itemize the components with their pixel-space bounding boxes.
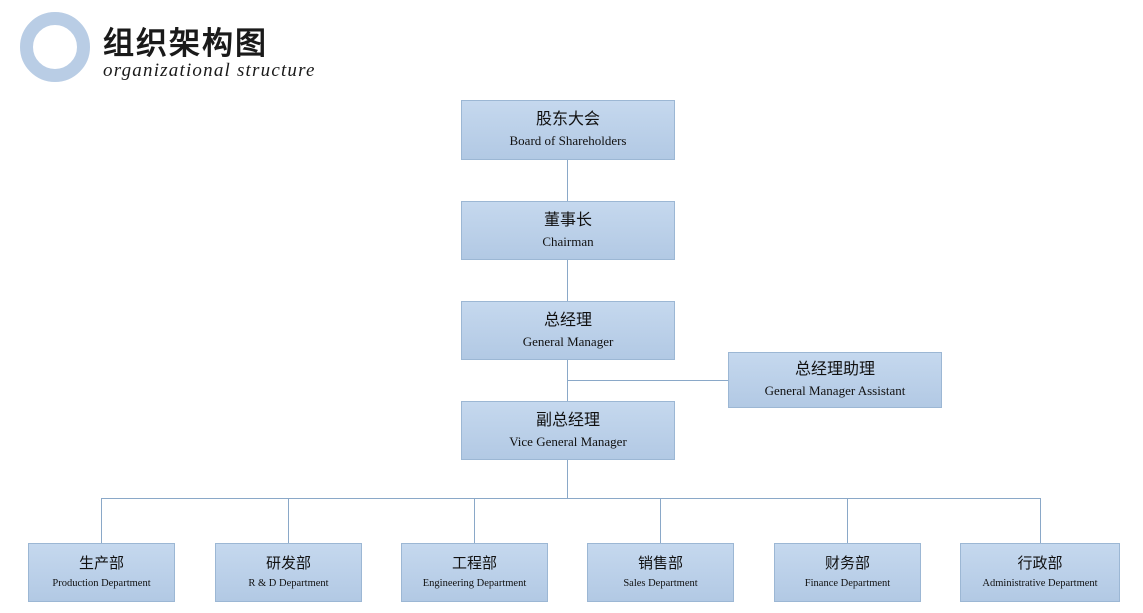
node-label-cn: 研发部 <box>265 555 311 573</box>
node-finance-department[interactable]: 财务部 Finance Department <box>774 543 921 602</box>
page-title-cn: 组织架构图 <box>103 26 268 61</box>
connector-drop-engineering <box>474 498 475 543</box>
node-label-en: Board of Shareholders <box>509 133 627 149</box>
node-label-cn: 副总经理 <box>535 411 600 429</box>
node-label-en: Chairman <box>542 233 594 249</box>
connector-departments-bus <box>101 498 1040 499</box>
node-label-en: General Manager <box>522 333 614 349</box>
node-rnd-department[interactable]: 研发部 R & D Department <box>215 543 362 602</box>
connector-gm-assistant <box>567 380 728 381</box>
node-label-en: Vice General Manager <box>509 433 627 449</box>
node-general-manager-assistant[interactable]: 总经理助理 General Manager Assistant <box>728 352 942 408</box>
node-label-cn: 销售部 <box>637 555 683 573</box>
page-header: 组织架构图 organizational structure <box>0 0 1143 95</box>
connector-chairman-gm <box>567 260 568 301</box>
connector-drop-finance <box>847 498 848 543</box>
node-production-department[interactable]: 生产部 Production Department <box>28 543 175 602</box>
node-label-cn: 工程部 <box>451 555 497 573</box>
connector-drop-sales <box>660 498 661 543</box>
node-label-en: Administrative Department <box>982 577 1098 589</box>
node-label-en: Engineering Department <box>422 577 527 589</box>
node-label-en: Finance Department <box>804 577 891 589</box>
connector-drop-rnd <box>288 498 289 543</box>
connector-vgm-down <box>567 460 568 498</box>
node-sales-department[interactable]: 销售部 Sales Department <box>587 543 734 602</box>
node-label-cn: 生产部 <box>78 555 124 573</box>
node-vice-general-manager[interactable]: 副总经理 Vice General Manager <box>461 401 675 460</box>
node-label-cn: 财务部 <box>824 555 870 573</box>
node-engineering-department[interactable]: 工程部 Engineering Department <box>401 543 548 602</box>
node-label-cn: 股东大会 <box>535 111 600 129</box>
node-label-cn: 总经理 <box>543 311 592 329</box>
node-chairman[interactable]: 董事长 Chairman <box>461 201 675 260</box>
node-label-cn: 行政部 <box>1017 555 1063 573</box>
node-label-cn: 董事长 <box>543 211 592 229</box>
node-label-en: R & D Department <box>248 577 329 589</box>
node-label-en: Production Department <box>52 577 151 589</box>
connector-shareholders-chairman <box>567 160 568 201</box>
node-board-of-shareholders[interactable]: 股东大会 Board of Shareholders <box>461 100 675 160</box>
node-label-en: Sales Department <box>623 577 698 589</box>
connector-drop-production <box>101 498 102 543</box>
node-label-en: General Manager Assistant <box>764 383 906 399</box>
page-title-en: organizational structure <box>103 60 316 81</box>
node-label-cn: 总经理助理 <box>794 361 875 379</box>
node-general-manager[interactable]: 总经理 General Manager <box>461 301 675 360</box>
connector-drop-administrative <box>1040 498 1041 543</box>
node-administrative-department[interactable]: 行政部 Administrative Department <box>960 543 1120 602</box>
